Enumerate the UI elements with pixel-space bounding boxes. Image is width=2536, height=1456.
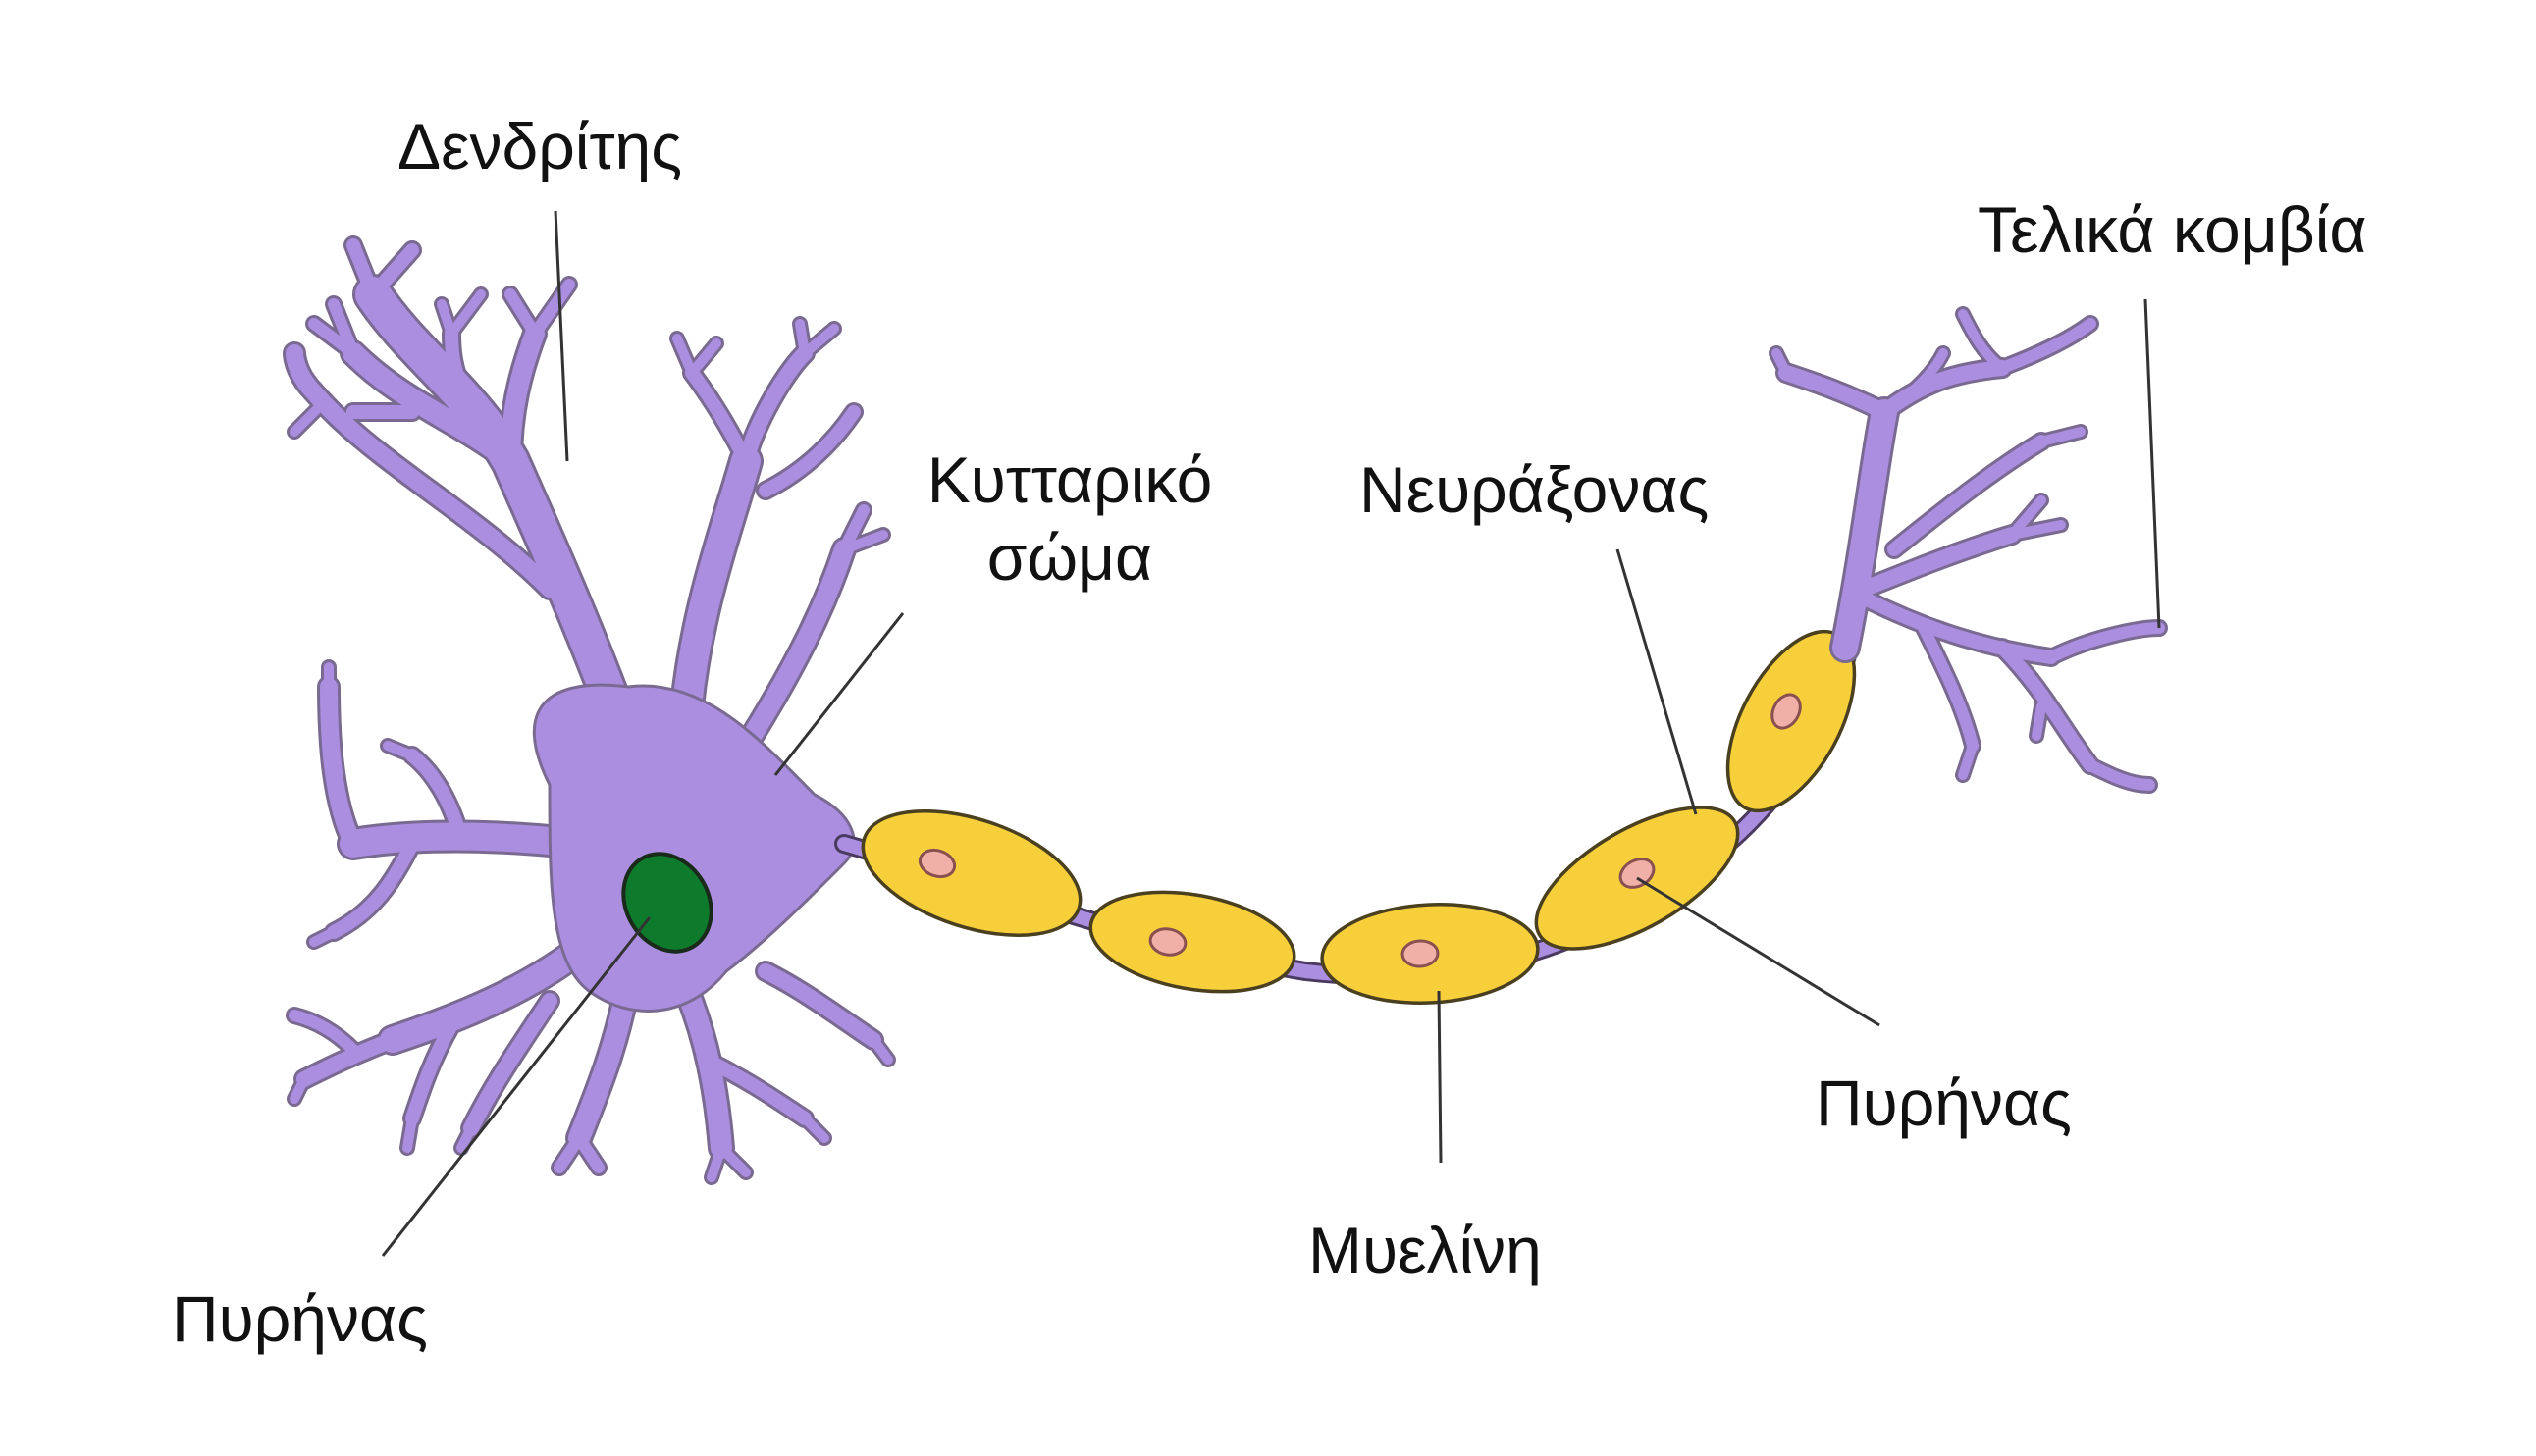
dendrite-branch (383, 741, 417, 760)
dendrite-branch (380, 929, 602, 1053)
leader-nucleus-soma (381, 916, 652, 1257)
schwann-cell-nucleus (918, 848, 957, 879)
leader-nucleus-schwann (1636, 876, 1880, 1027)
axon-terminal (1858, 592, 2058, 664)
dendrite-branch (504, 288, 541, 339)
myelin-segment (1088, 890, 1296, 994)
dendrite-branch (290, 1074, 309, 1104)
axon-terminal (2085, 759, 2155, 791)
axon-terminal (1771, 348, 1791, 378)
dendrite-branch (838, 504, 870, 555)
label-nucleus-soma: Πυρήνας (172, 1282, 428, 1355)
axon-terminal (2032, 702, 2046, 741)
dendrite-branch (529, 279, 575, 339)
dendrite-branch (445, 327, 498, 439)
schwann-cell-nucleus (1400, 939, 1440, 968)
dendrite-branch (463, 993, 557, 1136)
dendrite-branch (672, 446, 761, 721)
dendrite-branch (286, 344, 558, 598)
dendrite-branch (839, 530, 888, 554)
dendrite-branch (320, 678, 362, 853)
cell-body (532, 683, 856, 1013)
schwann-cell-nucleus (1770, 693, 1802, 730)
dendrite-branch (343, 342, 521, 472)
axon-terminal (1887, 435, 2048, 556)
leader-cell-body (773, 612, 905, 776)
myelin-segment (861, 809, 1083, 937)
dendrite-branch (296, 1032, 400, 1087)
schwann-cell-nucleus (1148, 927, 1188, 957)
dendrite-branch (402, 1114, 417, 1153)
axon-terminal (1778, 365, 1892, 420)
dendrite-branch (328, 298, 359, 359)
dendrite-branch (672, 334, 697, 378)
dendrite-branch (687, 338, 721, 378)
dendrite-branch (501, 324, 545, 471)
dendrite-branch (405, 1018, 458, 1125)
label-cell-body: Κυτταρικό σώμα (903, 442, 1237, 597)
dendrite-branch (738, 345, 813, 469)
axon-terminal (2007, 520, 2066, 540)
label-cell-body-line1: Κυτταρικό (926, 443, 1213, 516)
dendrite-branch (355, 277, 646, 763)
label-dendrite: Δενδρίτης (397, 110, 683, 182)
axon-terminal (2045, 622, 2165, 663)
dendrite-branch (800, 1114, 829, 1143)
dendrite-branch (869, 1035, 893, 1065)
label-nucleus-schwann: Πυρήνας (1816, 1066, 2072, 1139)
axon-terminal (2036, 427, 2086, 446)
dendrite-branch (700, 1053, 812, 1125)
dendrite-branch (573, 1132, 605, 1173)
label-axon: Νευράξονας (1359, 453, 1710, 526)
axon-terminal (2007, 495, 2046, 540)
dendrite-branch (685, 366, 753, 468)
axon-terminal (1879, 348, 1948, 417)
leader-dendrite (554, 210, 569, 462)
dendrite-branch (327, 837, 419, 939)
label-cell-body-line2: σώμα (986, 521, 1153, 595)
dendrite-branch (309, 927, 339, 947)
schwann-cell-nucleus (1618, 858, 1656, 889)
axon-terminal (1857, 527, 2020, 597)
dendrite-branch (759, 405, 861, 497)
leader-axon (1615, 548, 1698, 815)
leader-lines (381, 210, 2161, 1257)
dendrite-branch (800, 324, 839, 358)
axon-terminal (1918, 622, 1979, 752)
axon-terminal (1996, 318, 2096, 374)
soma-nucleus (621, 852, 713, 954)
axon-terminal (1995, 641, 2097, 772)
dendrite-branch (290, 397, 329, 437)
label-terminal-buttons: Τελικά κομβία (1978, 193, 2367, 266)
axon-terminal (1958, 741, 1978, 780)
axon-terminals (1769, 306, 2168, 794)
dendrite-branch (366, 243, 419, 301)
myelin-sheath (861, 629, 1857, 1006)
leader-terminal-buttons (2143, 298, 2161, 629)
axon-terminal (1958, 309, 2007, 373)
label-myelin: Μυελίνη (1308, 1214, 1542, 1286)
dendrite-branch (736, 540, 854, 755)
dendrite-branch (346, 238, 380, 301)
leader-myelin (1437, 990, 1443, 1164)
dendrite-branch (758, 963, 881, 1048)
dendrite-branch (405, 749, 468, 846)
dendrite-branch (456, 1123, 476, 1153)
axon-terminal (1832, 399, 1897, 660)
dendrite-branch (716, 1143, 751, 1177)
dendrite-branch (289, 1010, 359, 1056)
dendrite-branch (447, 289, 486, 338)
